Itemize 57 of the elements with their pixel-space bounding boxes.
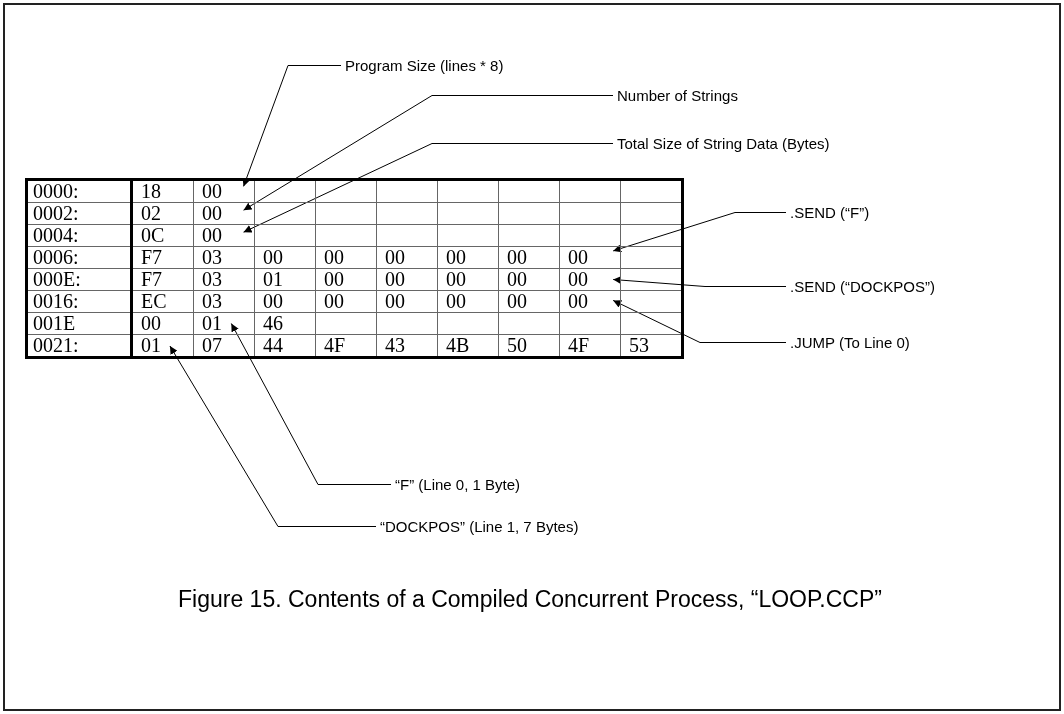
address-label: 0002: [26, 202, 132, 225]
leader-arrow [169, 345, 377, 527]
byte-value: 03 [193, 246, 255, 269]
byte-value: 00 [254, 246, 316, 269]
leader-arrow [612, 276, 787, 287]
leader-arrow [230, 323, 392, 485]
byte-value: 00 [131, 312, 194, 335]
byte-value: EC [131, 290, 194, 313]
byte-value: 02 [131, 202, 194, 225]
figure-caption: Figure 15. Contents of a Compiled Concurrent Process, “LOOP.CCP” [177, 585, 883, 614]
leader-arrow [243, 95, 614, 211]
byte-value: 18 [131, 179, 194, 203]
byte-value: 46 [254, 312, 316, 335]
byte-value: 00 [315, 246, 377, 269]
byte-value: 00 [376, 290, 438, 313]
leader-arrow [242, 65, 342, 187]
address-label: 0006: [26, 246, 132, 269]
callout-text: “F” (Line 0, 1 Byte) [395, 476, 521, 493]
address-label: 001E [26, 312, 132, 335]
byte-value: 03 [193, 290, 255, 313]
byte-value: 00 [437, 290, 499, 313]
byte-value: 00 [498, 268, 560, 291]
byte-value: 00 [315, 268, 377, 291]
byte-value: 00 [376, 268, 438, 291]
byte-value: 00 [437, 246, 499, 269]
address-label: 000E: [26, 268, 132, 291]
byte-value: 00 [193, 202, 255, 225]
byte-value: 00 [559, 290, 621, 313]
callout-text: .SEND (“DOCKPOS”) [790, 278, 935, 295]
byte-value: F7 [131, 268, 194, 291]
callout-text: Program Size (lines * 8) [345, 57, 504, 74]
callout-text: Total Size of String Data (Bytes) [617, 135, 830, 152]
byte-value: 01 [254, 268, 316, 291]
byte-value: 00 [254, 290, 316, 313]
callout-text: .SEND (“F”) [790, 204, 870, 221]
byte-value: 00 [559, 246, 621, 269]
byte-value: 00 [315, 290, 377, 313]
byte-value: 00 [498, 290, 560, 313]
byte-value: 00 [559, 268, 621, 291]
byte-value: 00 [193, 179, 255, 203]
byte-value: 0C [131, 224, 194, 247]
byte-value: 00 [193, 224, 255, 247]
byte-value: 00 [376, 246, 438, 269]
leader-arrow [612, 212, 787, 253]
address-label: 0000: [26, 179, 132, 203]
byte-value: 00 [437, 268, 499, 291]
byte-value: F7 [131, 246, 194, 269]
callout-text: .JUMP (To Line 0) [790, 334, 910, 351]
address-label: 0004: [26, 224, 132, 247]
leader-arrow [612, 299, 787, 343]
byte-value: 03 [193, 268, 255, 291]
address-label: 0016: [26, 290, 132, 313]
callout-text: “DOCKPOS” (Line 1, 7 Bytes) [380, 518, 579, 535]
byte-value: 01 [193, 312, 255, 335]
byte-value: 00 [498, 246, 560, 269]
callout-text: Number of Strings [617, 87, 738, 104]
leader-arrow [243, 143, 614, 233]
